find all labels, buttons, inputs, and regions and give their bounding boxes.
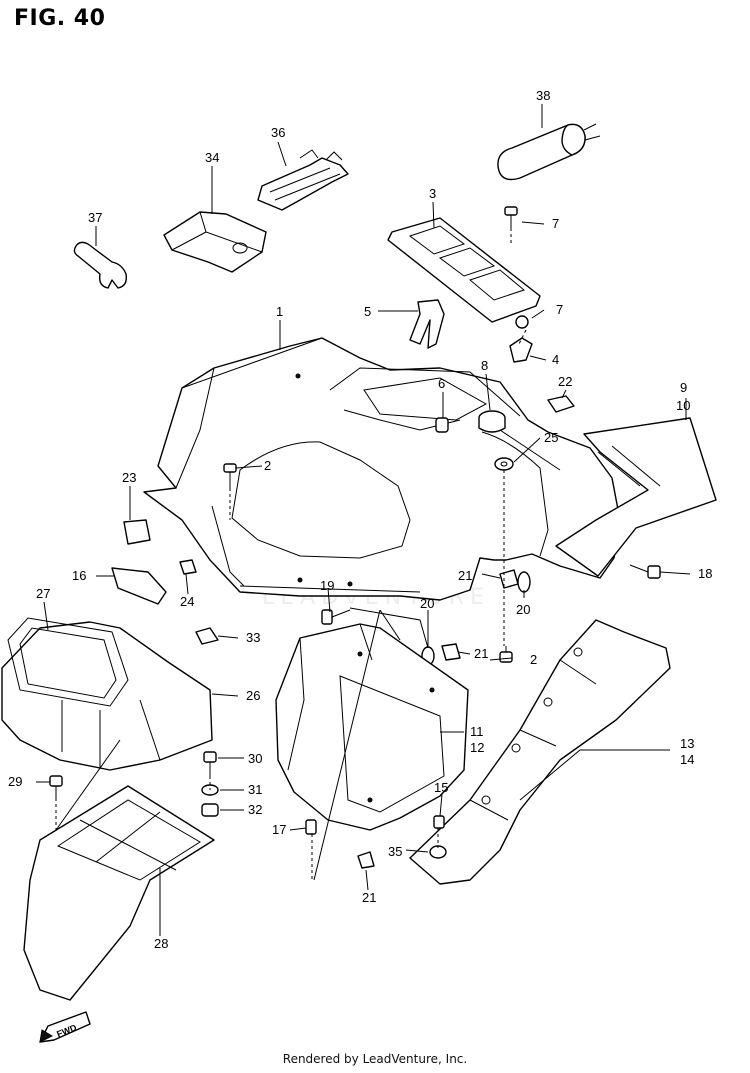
part-36-strap xyxy=(257,149,349,211)
part-20-washer-upper xyxy=(517,571,531,593)
part-33-pad xyxy=(195,627,219,645)
part-18-bolt xyxy=(629,564,661,579)
callout-5: 5 xyxy=(364,304,371,319)
callout-15: 15 xyxy=(434,780,448,795)
part-25-washer xyxy=(494,457,514,471)
part-3-carrier-panel xyxy=(387,217,541,323)
part-7-bolt-upper xyxy=(504,206,518,228)
callout-24: 24 xyxy=(180,594,194,609)
figure-title: FIG. 40 xyxy=(14,6,106,31)
callout-16: 16 xyxy=(72,568,86,583)
part-2-screw-right xyxy=(499,646,513,663)
callout-8: 8 xyxy=(481,358,488,373)
callout-2a: 2 xyxy=(264,458,271,473)
callout-26: 26 xyxy=(246,688,260,703)
callout-1: 1 xyxy=(276,304,283,319)
callout-36: 36 xyxy=(271,125,285,140)
part-19-bolt xyxy=(321,609,351,625)
leader-lines xyxy=(36,104,691,936)
part-9-10-mud-flap xyxy=(555,417,717,577)
callout-38: 38 xyxy=(536,88,550,103)
callout-21c: 21 xyxy=(362,890,376,905)
part-37-wrench xyxy=(73,241,128,289)
part-16-pad xyxy=(111,567,167,605)
part-15-screw xyxy=(433,815,445,829)
callout-labels: 38 36 34 37 3 7 5 7 4 1 8 6 22 9 10 2 25… xyxy=(8,88,712,951)
fwd-arrow-icon: FWD xyxy=(39,1011,91,1043)
part-30-screw xyxy=(203,751,217,776)
part-13-14-side-guard xyxy=(409,619,671,885)
callout-27: 27 xyxy=(36,586,50,601)
callout-28: 28 xyxy=(154,936,168,951)
callout-14: 14 xyxy=(680,752,694,767)
part-34-tool-bag xyxy=(163,211,267,273)
callout-35: 35 xyxy=(388,844,402,859)
callout-19: 19 xyxy=(320,578,334,593)
callout-18: 18 xyxy=(698,566,712,581)
part-28-skid-plate xyxy=(23,785,215,1001)
callout-12: 12 xyxy=(470,740,484,755)
part-24-clip xyxy=(179,559,197,575)
callout-20a: 20 xyxy=(516,602,530,617)
part-4-clip xyxy=(509,337,533,363)
callout-6: 6 xyxy=(438,376,445,391)
part-17-screw xyxy=(305,819,317,835)
callout-31: 31 xyxy=(248,782,262,797)
callout-13: 13 xyxy=(680,736,694,751)
part-29-screw xyxy=(49,775,63,798)
part-22-pad xyxy=(547,395,575,413)
part-8-filler-cap xyxy=(478,410,506,433)
callout-4: 4 xyxy=(552,352,559,367)
part-27-air-box xyxy=(1,617,213,771)
callout-10: 10 xyxy=(676,398,690,413)
part-38-tool-cylinder xyxy=(497,123,601,181)
callout-11: 11 xyxy=(470,724,484,739)
callout-22: 22 xyxy=(558,374,572,389)
callout-23: 23 xyxy=(122,470,136,485)
callout-25: 25 xyxy=(544,430,558,445)
callout-32: 32 xyxy=(248,802,262,817)
part-5-bracket xyxy=(409,299,445,349)
callout-21b: 21 xyxy=(474,646,488,661)
part-21-nut-lower xyxy=(357,851,375,869)
callout-3: 3 xyxy=(429,186,436,201)
footer-credit: Rendered by LeadVenture, Inc. xyxy=(282,1052,468,1066)
callout-21a: 21 xyxy=(458,568,472,583)
callout-29: 29 xyxy=(8,774,22,789)
callout-30: 30 xyxy=(248,751,262,766)
callout-37: 37 xyxy=(88,210,102,225)
callout-7b: 7 xyxy=(556,302,563,317)
callout-20b: 20 xyxy=(420,596,434,611)
part-21-nut-middle xyxy=(441,643,461,661)
part-1-rear-fender xyxy=(143,337,621,601)
callout-7a: 7 xyxy=(552,216,559,231)
part-23-spacer xyxy=(123,519,151,545)
alignment-lines xyxy=(55,228,527,881)
callout-34: 34 xyxy=(205,150,219,165)
part-7-bolt-lower xyxy=(515,315,529,329)
part-11-12-inner-fender xyxy=(275,623,469,831)
part-6-grommet xyxy=(435,417,449,433)
callout-33: 33 xyxy=(246,630,260,645)
part-21-nut-upper xyxy=(499,569,519,589)
callout-17: 17 xyxy=(272,822,286,837)
part-32-grommet xyxy=(201,803,219,817)
callout-2b: 2 xyxy=(530,652,537,667)
callout-9: 9 xyxy=(680,380,687,395)
